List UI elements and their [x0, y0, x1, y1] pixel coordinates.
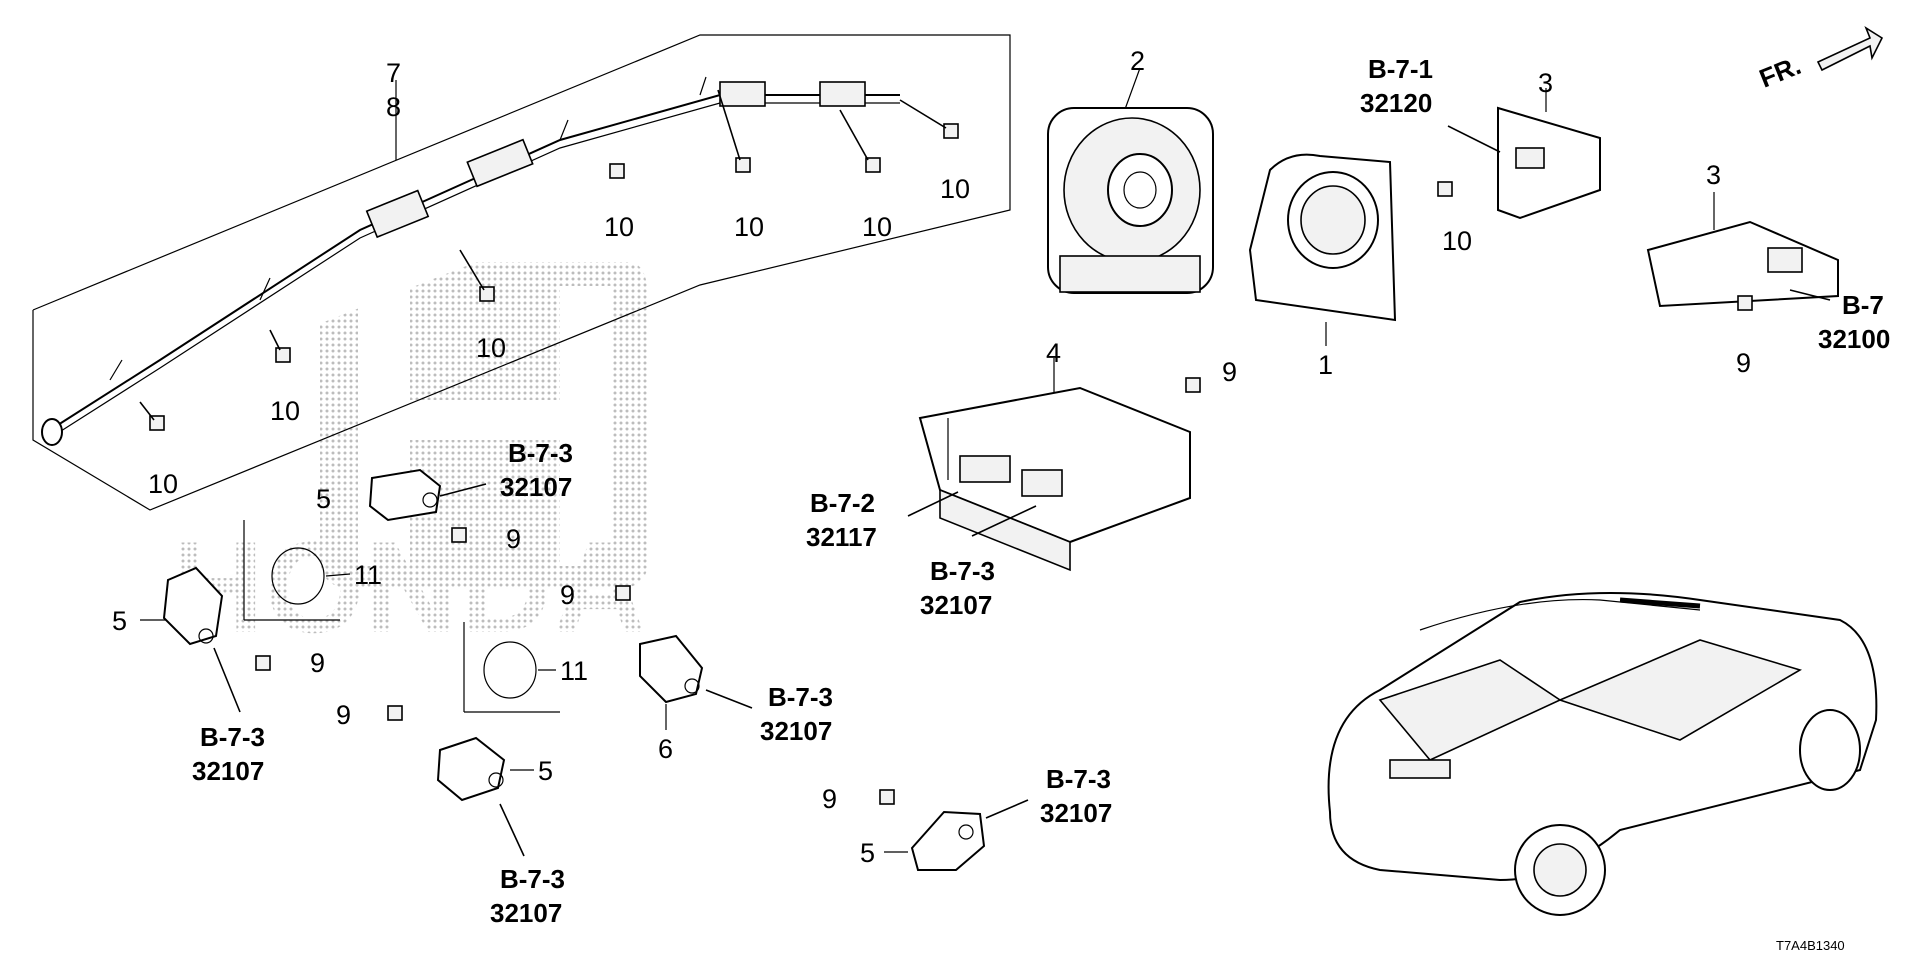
callout-5-top: 5 [316, 484, 331, 514]
arrow-r5 [971, 505, 1037, 537]
ref-section-r4: B-7-2 [810, 488, 875, 518]
bolt-9-h [879, 789, 895, 805]
callout-2: 2 [1130, 46, 1145, 76]
ref-section-r7: B-7-3 [768, 682, 833, 712]
callout-10-f: 10 [862, 212, 892, 242]
callout-5-middle: 5 [538, 756, 553, 786]
bracket-3-upper: 3 [1497, 68, 1601, 220]
srs-unit: 4 [918, 338, 1191, 572]
bracket-3-lower: 3 [1646, 160, 1839, 308]
ref-part-r4: 32117 [806, 522, 877, 552]
bolt-9-a [1437, 181, 1453, 197]
callout-9-g: 9 [560, 580, 575, 610]
ref-section-r6: B-7-3 [200, 722, 265, 752]
callout-11-lower: 11 [560, 656, 588, 686]
bolt-9-c [1185, 377, 1201, 393]
callout-9-f: 9 [336, 700, 351, 730]
bolt-9-f [387, 705, 403, 721]
bolt-9-b [1737, 295, 1753, 311]
ref-part-r6: 32107 [192, 756, 264, 786]
bolt-10-e [717, 89, 751, 173]
callout-6: 6 [658, 734, 673, 764]
arrow-r2 [1789, 289, 1831, 301]
arrow-r6 [213, 647, 241, 713]
callout-10-g: 10 [940, 174, 970, 204]
arrow-r7 [705, 689, 753, 709]
callout-9-a: 10 [1442, 226, 1472, 256]
diagram-code: T7A4B1340 [1776, 938, 1845, 953]
callout-10-d: 10 [604, 212, 634, 242]
watermark-text: HONDA [170, 514, 647, 660]
ref-section-r5: B-7-3 [930, 556, 995, 586]
callout-9-d: 9 [506, 524, 521, 554]
ref-section-r8: B-7-3 [500, 864, 565, 894]
callout-10-a: 10 [148, 469, 178, 499]
ref-part-r1: 32120 [1360, 88, 1432, 118]
o-ring-11-lower [483, 641, 537, 699]
callout-1: 1 [1318, 350, 1333, 380]
bolt-9-g [615, 585, 631, 601]
ref-section-r3: B-7-3 [508, 438, 573, 468]
callout-3-lower: 3 [1706, 160, 1721, 190]
impact-sensor-5-middle [436, 736, 506, 802]
callout-8: 8 [386, 92, 401, 122]
callout-3-upper: 3 [1538, 68, 1553, 98]
bolt-10-g [899, 99, 959, 139]
curtain-airbag [41, 76, 900, 446]
callout-9-h: 9 [822, 784, 837, 814]
front-direction-arrow [1816, 26, 1884, 72]
bolt-9-d [451, 527, 467, 543]
callout-10-e: 10 [734, 212, 764, 242]
o-ring-11-upper [271, 547, 325, 605]
curtain-airbag-group: 7 8 10 10 10 10 10 10 10 [32, 34, 1011, 511]
bolt-9-e [255, 655, 271, 671]
bolt-10-a [139, 401, 165, 431]
callout-5-left: 5 [112, 606, 127, 636]
arrow-r3 [439, 483, 487, 497]
callout-9-b: 9 [1736, 348, 1751, 378]
ref-part-r3: 32107 [500, 472, 572, 502]
bolt-10-c [459, 249, 495, 302]
bolt-10-b [269, 329, 291, 363]
impact-sensor-5-top [368, 468, 442, 522]
ref-section-r9: B-7-3 [1046, 764, 1111, 794]
impact-sensor-5-bottom [910, 810, 986, 871]
arrow-r4 [907, 491, 959, 517]
impact-sensor-5-left [162, 566, 224, 646]
callout-10-c: 10 [476, 333, 506, 363]
bolt-10-d [609, 163, 625, 179]
ref-part-r2: 32100 [1818, 324, 1890, 354]
callout-4: 4 [1046, 338, 1061, 368]
callout-9-e: 9 [310, 648, 325, 678]
cable-reel: 2 [1047, 46, 1214, 294]
ref-part-r5: 32107 [920, 590, 992, 620]
impact-sensor-6 [639, 634, 704, 704]
callout-11-upper: 11 [354, 560, 382, 590]
ref-section-r1: B-7-1 [1368, 54, 1433, 84]
ref-part-r8: 32107 [490, 898, 562, 928]
callout-7: 7 [386, 58, 401, 88]
ref-part-r9: 32107 [1040, 798, 1112, 828]
bolt-10-f [839, 109, 881, 173]
vehicle-illustration [1327, 592, 1878, 916]
front-direction-label: FR. [1755, 50, 1805, 94]
callout-9-c: 9 [1222, 357, 1237, 387]
callout-5-bottom: 5 [860, 838, 875, 868]
ref-section-r2: B-7 [1842, 290, 1884, 320]
steering-angle-sensor: 1 [1248, 153, 1397, 380]
ref-part-r7: 32107 [760, 716, 832, 746]
arrow-r9 [985, 799, 1029, 819]
arrow-r1 [1447, 125, 1501, 153]
arrow-r8 [499, 803, 525, 857]
callout-10-b: 10 [270, 396, 300, 426]
